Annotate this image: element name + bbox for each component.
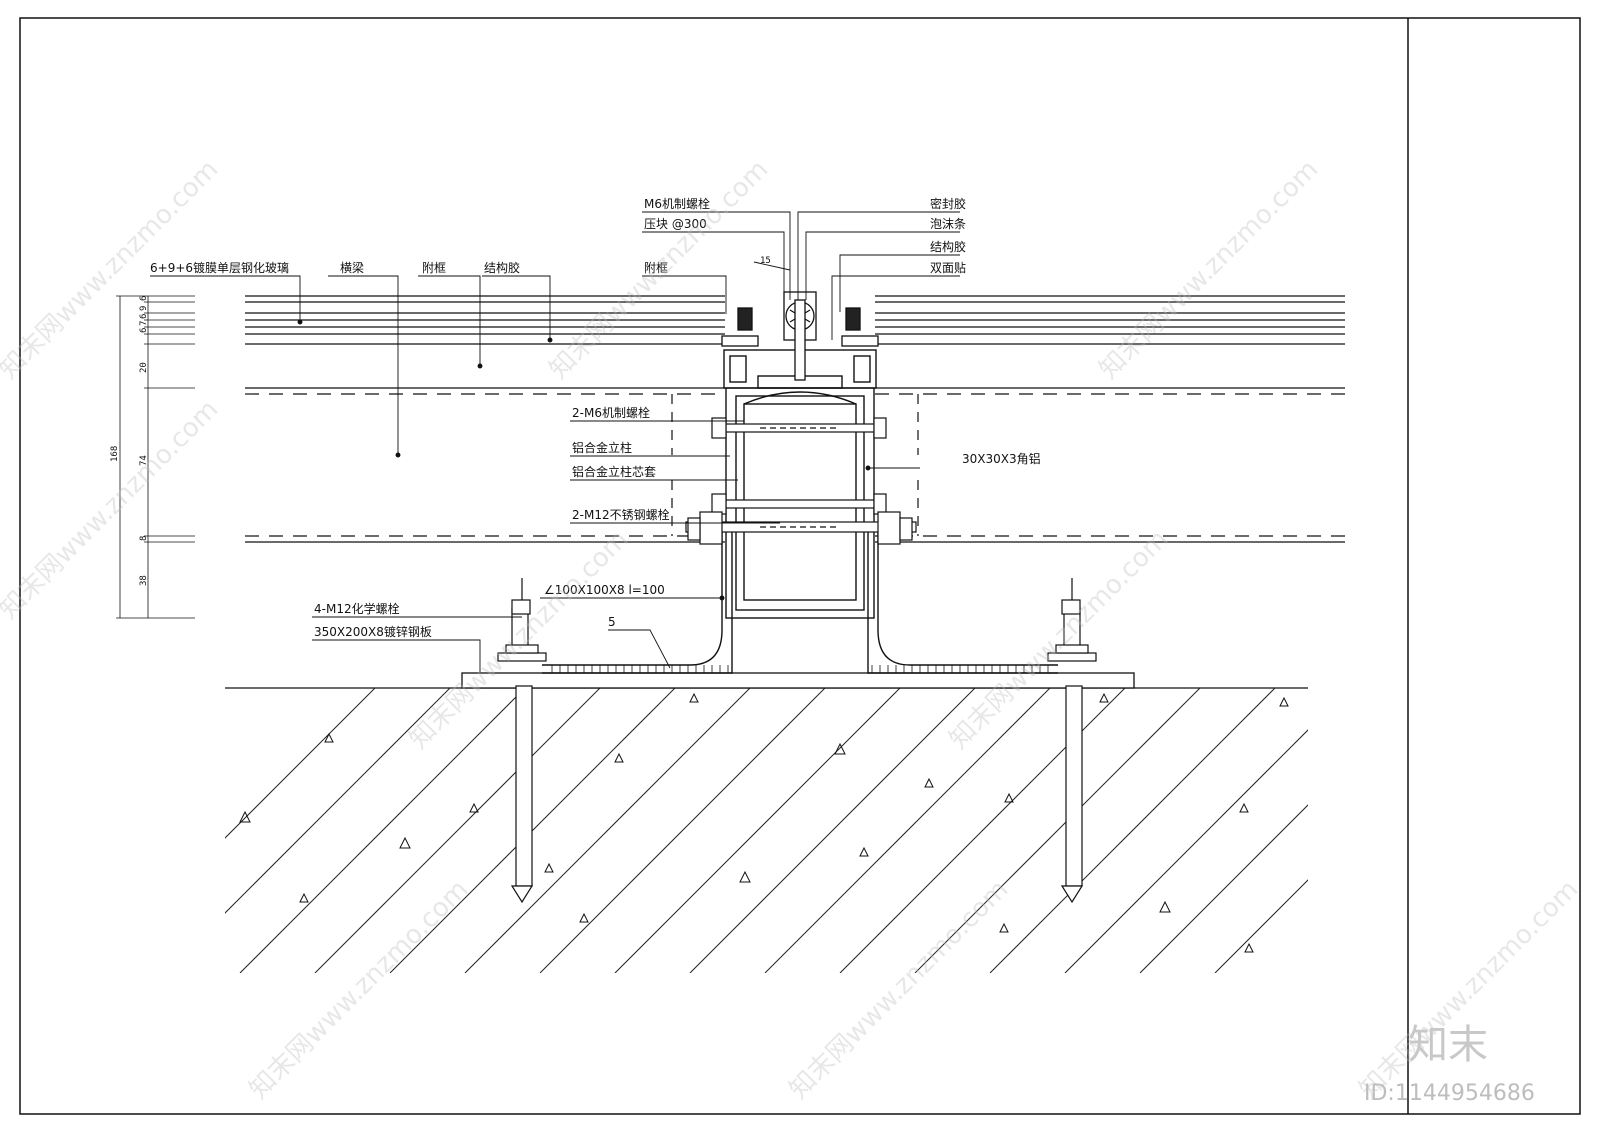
- drawing-frame: [19, 17, 1581, 1115]
- watermark-text: 知末网www.znzmo.com: [244, 874, 475, 1105]
- dim-seg: 6: [139, 314, 149, 319]
- watermark-text: 知末网www.znzmo.com: [0, 394, 224, 625]
- label-2m12-bolt: 2-M12不锈钢螺栓: [572, 507, 670, 522]
- callout-labels: 6+9+6镀膜单层钢化玻璃 横梁 附框 结构胶 M6机制螺栓 压块 @300 附…: [150, 196, 1041, 639]
- label-pressure-block: 压块 @300: [644, 217, 707, 231]
- dim-seg: 7: [139, 321, 149, 326]
- dimension-labels: 168 6 9 6 7 6 20 74 8 38: [110, 296, 149, 586]
- dim-seg: 6: [139, 296, 149, 301]
- dimension-chain: [116, 295, 195, 619]
- leader-lines: [150, 211, 960, 673]
- label-angle-alu: 30X30X3角铝: [962, 451, 1041, 466]
- label-structural-sealant-left: 结构胶: [484, 260, 520, 275]
- aluminium-column: [723, 349, 877, 619]
- label-alu-column: 铝合金立柱: [572, 440, 632, 455]
- chemical-anchor-bolt-left: [497, 578, 547, 904]
- image-id: ID:1144954686: [1364, 1081, 1535, 1106]
- label-2m6-bolt: 2-M6机制螺栓: [572, 405, 650, 420]
- dim-seg: 8: [139, 536, 149, 541]
- label-m6-bolt-top: M6机制螺栓: [644, 196, 710, 211]
- watermark-text: 知末网www.znzmo.com: [944, 524, 1175, 755]
- label-glass: 6+9+6镀膜单层钢化玻璃: [150, 261, 289, 275]
- pressure-block: [721, 291, 879, 381]
- base-plate: [461, 665, 1135, 689]
- concrete-foundation: [225, 687, 1308, 973]
- label-plate: 350X200X8镀锌钢板: [314, 625, 432, 639]
- label-alu-core: 铝合金立柱芯套: [572, 464, 656, 479]
- label-double-tape: 双面贴: [930, 261, 966, 275]
- dim-seg: 20: [139, 362, 149, 373]
- label-foam-strip: 泡沫条: [930, 217, 966, 231]
- chemical-anchor-bolt-right: [1047, 578, 1097, 904]
- dim-seg: 38: [139, 575, 149, 586]
- label-structural-sealant-right: 结构胶: [930, 239, 966, 254]
- label-beam: 横梁: [340, 260, 364, 275]
- label-chem-bolt: 4-M12化学螺栓: [314, 601, 400, 616]
- beam-outline: [245, 387, 1345, 543]
- label-angle-steel: ∠100X100X8 l=100: [544, 583, 665, 597]
- dim-seg: 6: [139, 328, 149, 333]
- m6-bolt-lower: [711, 493, 887, 515]
- m6-bolt: [711, 417, 887, 439]
- watermark-text: 知末网www.znzmo.com: [1094, 154, 1325, 385]
- m12-bolt: [685, 511, 917, 545]
- label-dim-15: 15: [760, 256, 771, 266]
- brand-mark: 知末: [1408, 1022, 1488, 1068]
- dim-total: 168: [110, 446, 120, 462]
- label-sealant: 密封胶: [930, 196, 966, 211]
- watermark-text: 知末网www.znzmo.com: [784, 874, 1015, 1105]
- label-subframe-mid: 附框: [644, 261, 668, 275]
- dim-seg: 74: [139, 455, 149, 466]
- watermark-text: 知末网www.znzmo.com: [1354, 874, 1585, 1105]
- glass-layers: [245, 295, 1345, 345]
- label-weld: 5: [608, 615, 616, 629]
- label-subframe-left: 附框: [422, 261, 446, 275]
- dim-seg: 9: [139, 306, 149, 311]
